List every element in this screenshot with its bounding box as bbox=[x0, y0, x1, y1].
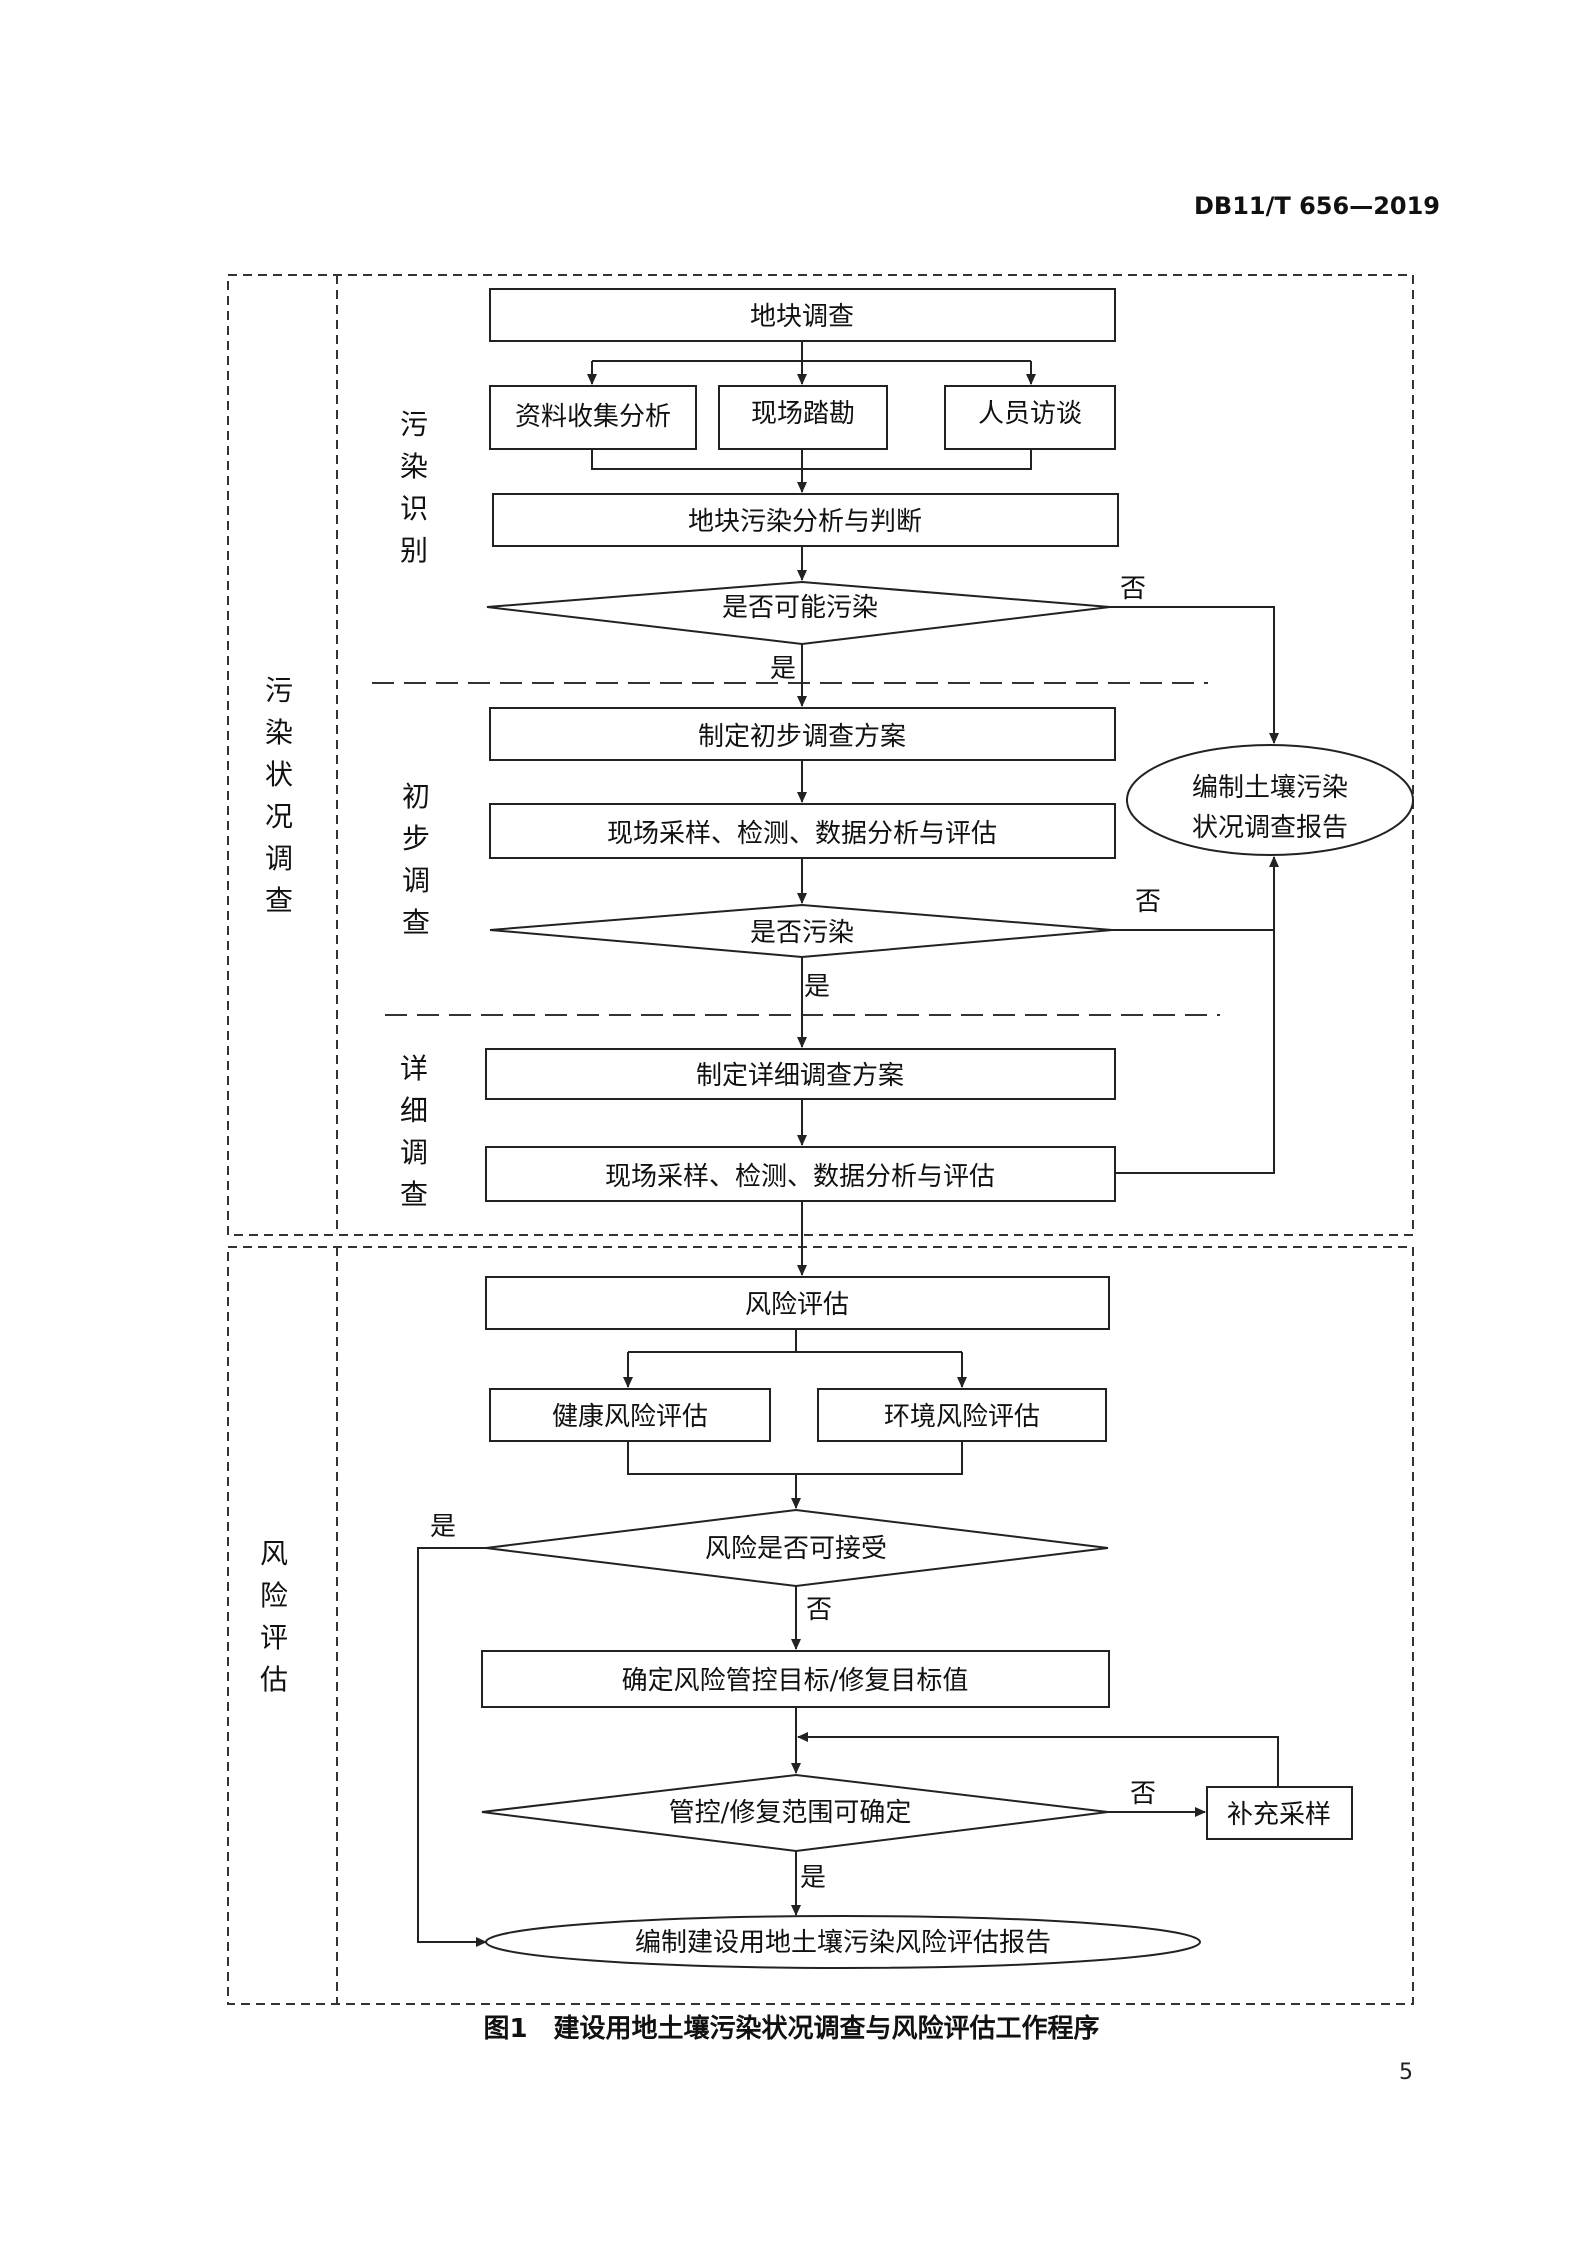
node-target-values: 确定风险管控目标/修复目标值 bbox=[481, 1650, 1110, 1708]
edge-label-yes-3: 是 bbox=[430, 1512, 456, 1542]
node-data-collect-label: 资料收集分析 bbox=[515, 402, 671, 432]
node-site-survey: 地块调查 bbox=[489, 288, 1116, 342]
figure-title: 建设用地土壤污染状况调查与风险评估工作程序 bbox=[553, 2014, 1100, 2044]
edge-label-no-3: 否 bbox=[806, 1595, 832, 1625]
node-risk-report: 编制建设用地土壤污染风险评估报告 bbox=[485, 1915, 1201, 1969]
node-health-risk-label: 健康风险评估 bbox=[552, 1402, 708, 1432]
node-sampling-2: 现场采样、检测、数据分析与评估 bbox=[485, 1146, 1116, 1202]
edge-label-no-4: 否 bbox=[1130, 1779, 1156, 1809]
node-site-visit: 现场踏勘 bbox=[718, 385, 888, 450]
node-possible-pollution: 是否可能污染 bbox=[486, 580, 1111, 646]
node-possible-pollution-label: 是否可能污染 bbox=[722, 593, 878, 623]
node-investigation-report: 编制土壤污染 状况调查报告 bbox=[1126, 744, 1414, 856]
node-detail-plan-label: 制定详细调查方案 bbox=[696, 1061, 904, 1091]
phase-label-detail: 详 细 调 查 bbox=[400, 1052, 437, 1211]
node-detail-plan: 制定详细调查方案 bbox=[485, 1048, 1116, 1100]
node-risk-assessment: 风险评估 bbox=[485, 1276, 1110, 1330]
node-risk-report-label: 编制建设用地土壤污染风险评估报告 bbox=[635, 1928, 1051, 1958]
edge-label-yes-4: 是 bbox=[800, 1863, 826, 1893]
node-supplement-sampling: 补充采样 bbox=[1206, 1786, 1353, 1840]
risk-frame bbox=[227, 1246, 1414, 2005]
connectors bbox=[417, 341, 1279, 1947]
node-sampling-1: 现场采样、检测、数据分析与评估 bbox=[489, 803, 1116, 859]
node-scope-determinable-label: 管控/修复范围可确定 bbox=[669, 1798, 912, 1828]
node-investigation-report-line-2: 状况调查报告 bbox=[1192, 813, 1348, 843]
node-interview: 人员访谈 bbox=[944, 385, 1116, 450]
node-site-survey-label: 地块调查 bbox=[750, 302, 854, 332]
node-analysis-judge-label: 地块污染分析与判断 bbox=[688, 507, 922, 537]
node-prelim-plan: 制定初步调查方案 bbox=[489, 707, 1116, 761]
outer-label-risk: 风 险 评 估 bbox=[260, 1537, 297, 1696]
edge-label-no-1: 否 bbox=[1120, 574, 1146, 604]
node-risk-acceptable-label: 风险是否可接受 bbox=[705, 1534, 887, 1564]
node-health-risk: 健康风险评估 bbox=[489, 1388, 771, 1442]
node-prelim-plan-label: 制定初步调查方案 bbox=[698, 722, 906, 752]
node-sampling-2-label: 现场采样、检测、数据分析与评估 bbox=[605, 1162, 995, 1192]
node-is-polluted: 是否污染 bbox=[489, 903, 1113, 959]
node-env-risk: 环境风险评估 bbox=[817, 1388, 1107, 1442]
document-code: DB11/T 656—2019 bbox=[1194, 192, 1440, 220]
node-sampling-1-label: 现场采样、检测、数据分析与评估 bbox=[607, 819, 997, 849]
investigation-frame bbox=[227, 274, 1414, 1236]
node-target-values-label: 确定风险管控目标/修复目标值 bbox=[622, 1666, 969, 1696]
node-analysis-judge: 地块污染分析与判断 bbox=[492, 493, 1119, 547]
node-risk-acceptable: 风险是否可接受 bbox=[485, 1508, 1109, 1588]
edge-label-yes-2: 是 bbox=[804, 972, 830, 1002]
node-scope-determinable: 管控/修复范围可确定 bbox=[481, 1773, 1109, 1853]
node-data-collect: 资料收集分析 bbox=[489, 385, 697, 450]
edge-label-yes-1: 是 bbox=[770, 654, 796, 684]
node-interview-label: 人员访谈 bbox=[978, 399, 1082, 429]
page-number: 5 bbox=[1399, 2060, 1413, 2085]
node-is-polluted-label: 是否污染 bbox=[750, 918, 854, 948]
node-investigation-report-line-1: 编制土壤污染 bbox=[1192, 773, 1348, 803]
edge-label-no-2: 否 bbox=[1135, 887, 1161, 917]
outer-label-investigation: 污 染 状 况 调 查 bbox=[265, 674, 302, 917]
figure-number: 图1 bbox=[483, 2014, 528, 2044]
figure-caption: 图1 建设用地土壤污染状况调查与风险评估工作程序 bbox=[0, 2008, 1583, 2045]
phase-label-prelim: 初 步 调 查 bbox=[402, 780, 439, 939]
node-site-visit-label: 现场踏勘 bbox=[751, 399, 855, 429]
node-risk-assessment-label: 风险评估 bbox=[745, 1290, 849, 1320]
node-supplement-sampling-label: 补充采样 bbox=[1227, 1800, 1331, 1830]
node-env-risk-label: 环境风险评估 bbox=[884, 1402, 1040, 1432]
phase-label-identify: 污 染 识 别 bbox=[400, 408, 437, 567]
